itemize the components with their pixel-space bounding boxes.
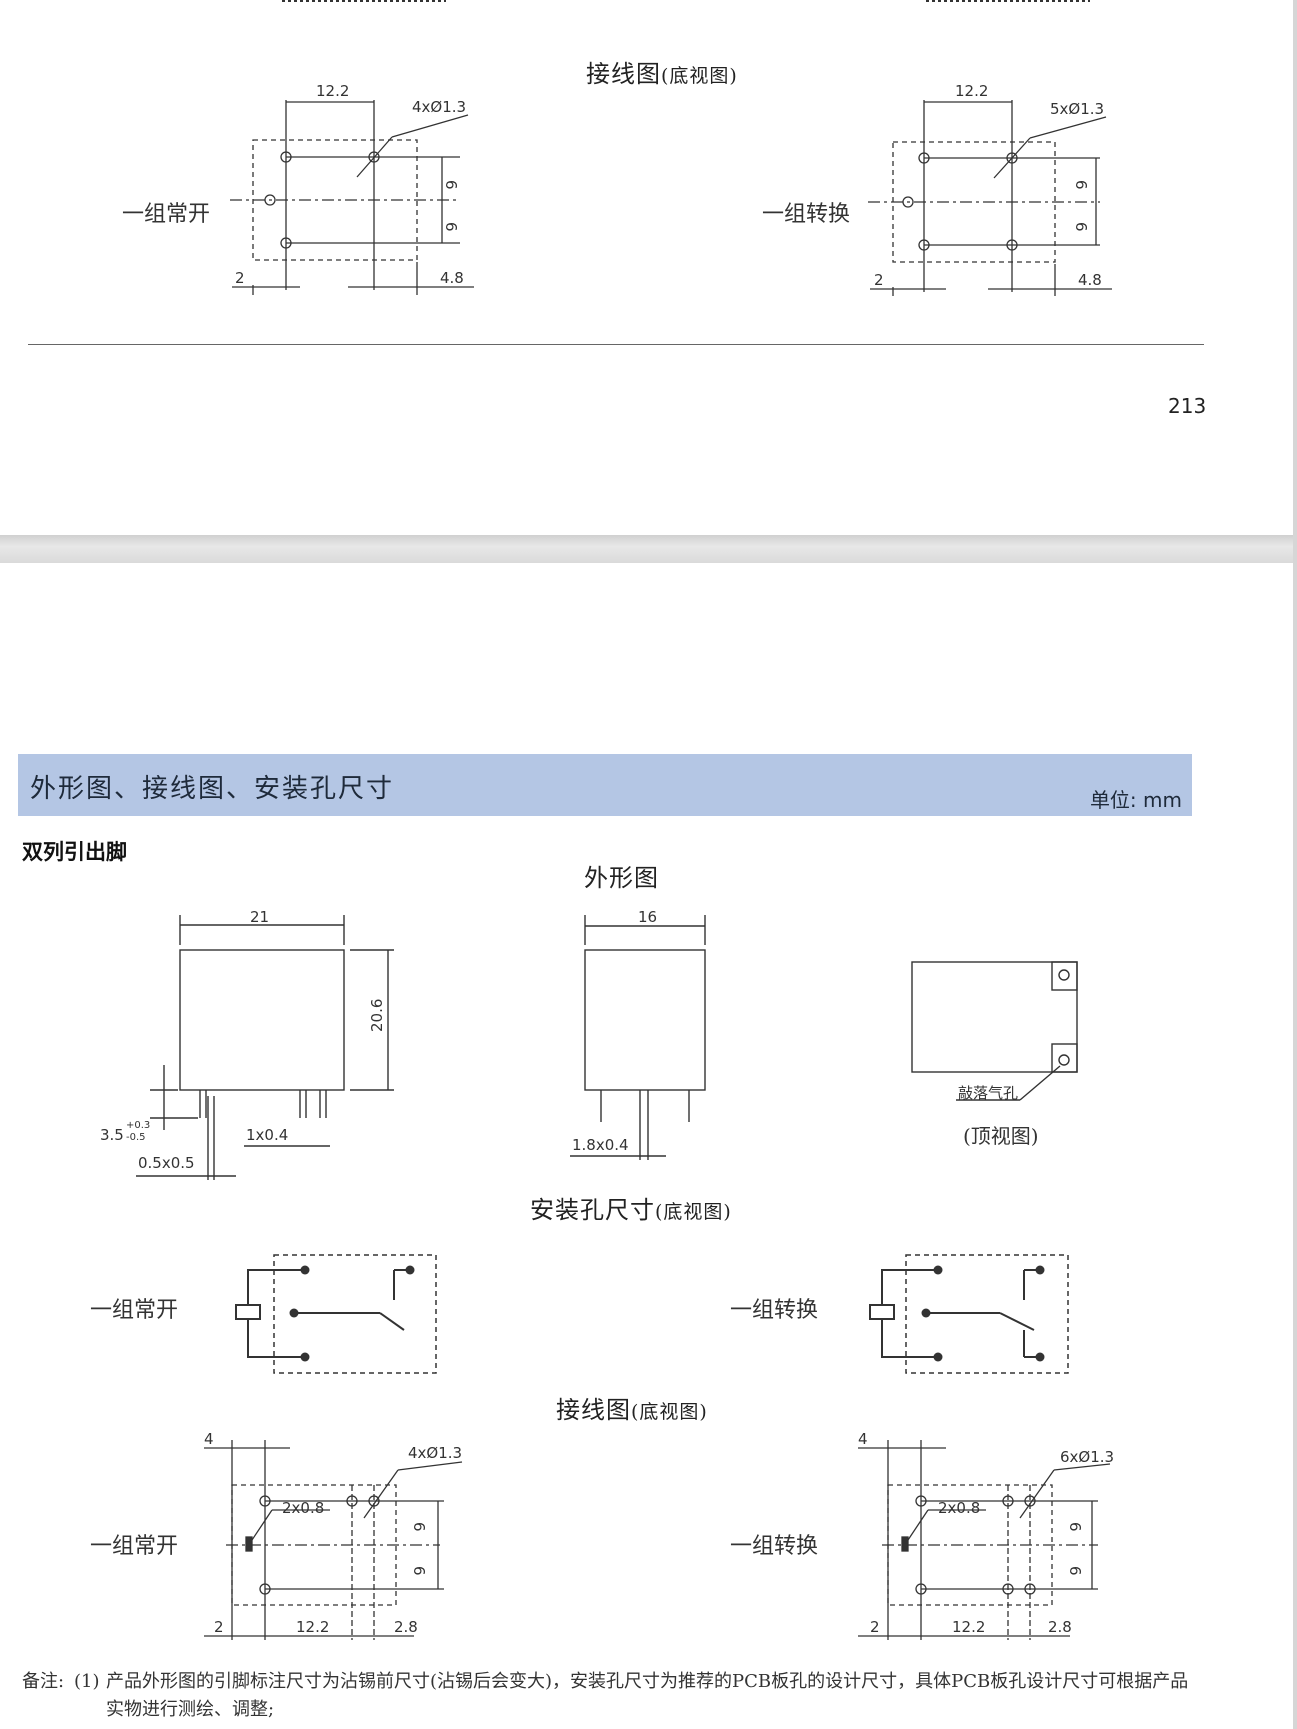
front-dim-height: 20.6 [368,999,386,1032]
top-right-dim-v2: 6 [1072,222,1090,232]
wire-right-dim-b1: 2 [870,1618,880,1636]
wire-right-dim-b3: 2.8 [1048,1618,1072,1636]
mount-left-label: 一组常开 [90,1298,179,1323]
note-number: (1) [74,1671,100,1692]
note-row: 实物进行测绘、调整; [22,1696,1202,1724]
notes-block: 备注: (1) 产品外形图的引脚标注尺寸为沾锡前尺寸(沾锡后会变大)，安装孔尺寸… [22,1668,1202,1724]
top-page [0,0,1297,535]
top-right-label: 一组转换 [762,202,851,227]
page-right-edge [1293,0,1297,1729]
top-left-dim-holes: 4xØ1.3 [412,98,466,116]
top-right-dim-b1: 2 [874,271,884,289]
note-row: 备注: (1) 产品外形图的引脚标注尺寸为沾锡前尺寸(沾锡后会变大)，安装孔尺寸… [22,1668,1202,1696]
wire-left-dim-holes: 4xØ1.3 [408,1444,462,1462]
front-dim-width: 21 [250,908,269,926]
mount-title: 安装孔尺寸(底视图) [530,1196,732,1224]
wire-left-dim-b3: 2.8 [394,1618,418,1636]
top-wiring-drawings: 12.2 4xØ1.3 6 6 2 4.8 12.2 5xØ1.3 6 6 2 … [230,0,1112,296]
wire-right-dim-holes: 6xØ1.3 [1060,1448,1114,1466]
banner-title: 外形图、接线图、安装孔尺寸 [30,774,395,804]
page-divider-line [28,344,1204,345]
wire-right-dim-v1: 6 [1066,1522,1084,1532]
top-right-dim-width: 12.2 [955,82,988,100]
banner-unit: 单位: mm [1089,788,1182,812]
front-dim-pin-length: 3.5 [100,1126,124,1144]
side-dim-pin: 1.8x0.4 [572,1136,629,1154]
top-view-label: (顶视图) [963,1124,1039,1148]
page-gap [0,535,1297,563]
bottom-wiring-title: 接线图(底视图) [556,1396,708,1424]
wire-left-dim-b2: 12.2 [296,1618,329,1636]
wire-left-dim-top: 4 [204,1430,214,1448]
wire-left-dim-b1: 2 [214,1618,224,1636]
side-dim-width: 16 [638,908,657,926]
top-right-dim-holes: 5xØ1.3 [1050,100,1104,118]
vent-hole-label: 敲落气孔 [958,1084,1019,1102]
note-text: 产品外形图的引脚标注尺寸为沾锡前尺寸(沾锡后会变大)，安装孔尺寸为推荐的PCB板… [106,1671,1189,1692]
wire-right-dim-top: 4 [858,1430,868,1448]
outline-title: 外形图 [584,864,659,892]
wire-right-dim-slot: 2x0.8 [938,1499,980,1517]
front-dim-tol-plus: +0.3 [126,1120,150,1131]
wire-right-dim-b2: 12.2 [952,1618,985,1636]
note-text: 实物进行测绘、调整; [106,1699,275,1720]
front-dim-tol-minus: -0.5 [126,1132,146,1143]
top-right-dim-v1: 6 [1072,180,1090,190]
page-number: 213 [1168,394,1207,418]
top-left-dim-v2: 6 [442,222,460,232]
note-number [74,1696,106,1724]
notes-prefix: 备注: [22,1671,65,1692]
wire-left-label: 一组常开 [90,1534,179,1559]
wire-left-dim-v1: 6 [410,1522,428,1532]
sub-heading: 双列引出脚 [22,840,127,864]
wire-right-label: 一组转换 [730,1534,819,1559]
front-dim-pin1: 1x0.4 [246,1126,288,1144]
top-left-label: 一组常开 [122,202,211,227]
top-left-dim-width: 12.2 [316,82,349,100]
top-right-dim-b2: 4.8 [1078,271,1102,289]
top-left-dim-b2: 4.8 [440,269,464,287]
top-left-dim-v1: 6 [442,180,460,190]
wire-left-dim-slot: 2x0.8 [282,1499,324,1517]
wire-right-dim-v2: 6 [1066,1566,1084,1576]
front-dim-pin2: 0.5x0.5 [138,1154,195,1172]
section-banner: 外形图、接线图、安装孔尺寸 单位: mm [18,754,1192,816]
wire-left-dim-v2: 6 [410,1566,428,1576]
mount-right-label: 一组转换 [730,1298,819,1323]
top-left-dim-b1: 2 [235,269,245,287]
top-wiring-title: 接线图(底视图) [586,60,738,88]
